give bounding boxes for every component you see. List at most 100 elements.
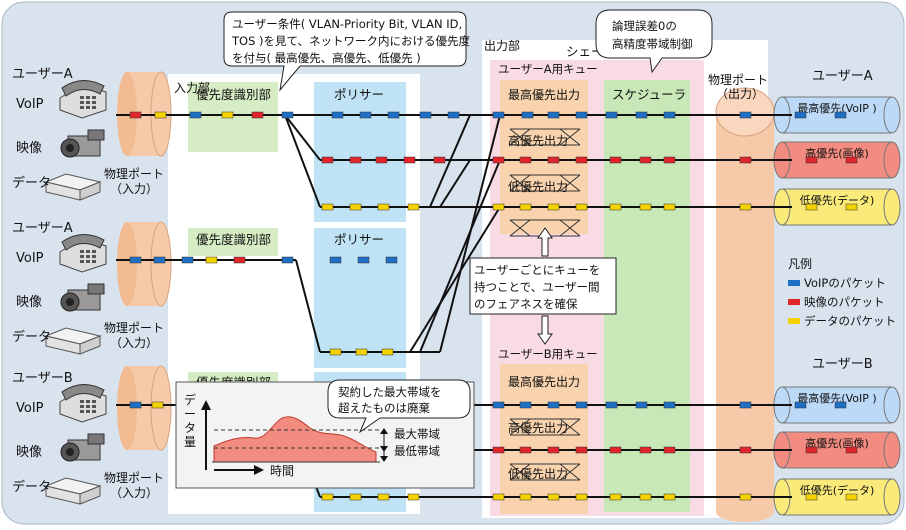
video-packet (805, 156, 818, 164)
voip-packet (419, 111, 432, 119)
bandwidth-graph-inset: 時間 デ ー タ 量 最大帯域 最低帯域 契約した最大帯域を 超えたものは廃棄 (175, 379, 475, 489)
down-arrow-icon (537, 315, 553, 345)
voip-packet (663, 111, 676, 119)
voip-packet (794, 401, 807, 409)
data-packet (349, 493, 362, 501)
graph-ylabel-3: タ (184, 421, 196, 435)
device-icons (44, 80, 107, 505)
flow-line (429, 114, 471, 208)
discard-line-1: 契約した最大帯域を (338, 385, 442, 399)
right-user-a-label: ユーザーA (812, 69, 873, 84)
voip-packet (635, 401, 648, 409)
priority-id-block-2 (188, 228, 278, 256)
video-packet (845, 446, 858, 454)
video-camera-icon (60, 129, 105, 158)
voip-packet (153, 256, 166, 264)
legend: 凡例 VoIPのパケット 映像のパケット データのパケット (788, 257, 896, 328)
flow-line (284, 114, 321, 208)
condition-callout-line-1: ユーザー条件( VLAN-Priority Bit, VLAN ID, (232, 17, 462, 31)
video-packet (251, 111, 264, 119)
video-packet (663, 156, 676, 164)
flow-line (439, 159, 471, 208)
data-packet (321, 493, 334, 501)
voip-packet (605, 111, 618, 119)
voip-packet (605, 401, 618, 409)
graph-ylabel-4: 量 (184, 435, 196, 449)
user-a-queue-block (500, 80, 588, 234)
output-cylinder-label: 高優先(画像) (805, 146, 869, 160)
max-band-label: 最大帯域 (394, 427, 440, 441)
server-icon (44, 173, 102, 201)
data-packet (321, 203, 334, 211)
voip-packet (281, 256, 294, 264)
data-label: データ (12, 175, 51, 191)
scheduler-block (604, 80, 690, 512)
data-packet (377, 203, 390, 211)
video-label: 映像 (16, 141, 42, 156)
voip-packet (739, 111, 752, 119)
fairness-line-3: のフェアネスを確保 (474, 297, 578, 311)
queue-low-label: 低優先出力 (508, 180, 568, 194)
packets (129, 111, 858, 501)
right-user-b-label: ユーザーB (812, 357, 873, 372)
output-cylinder-low: 低優先(データ) (773, 188, 901, 226)
right-output-cylinders: 最高優先(VoIP ) 高優先(画像) 低優先(データ) 最高優先(VoIP ) 高優先… (773, 96, 901, 516)
output-cylinder-label: 最高優先(VoIP ) (797, 391, 876, 405)
data-label: データ (12, 329, 51, 345)
queue-mesh-lines (509, 174, 581, 192)
policer-label: ポリサー (334, 87, 384, 102)
data-packet (663, 203, 676, 211)
video-packet (129, 111, 142, 119)
flow-line (284, 114, 321, 161)
legend-video-swatch (788, 299, 800, 305)
policer-block-2 (314, 228, 406, 368)
video-packet (349, 156, 362, 164)
priority-id-label: 優先度識別部 (196, 232, 271, 247)
video-packet (739, 156, 752, 164)
video-camera-icon (60, 283, 105, 312)
left-user-name: ユーザーA (12, 221, 73, 236)
data-packet (205, 256, 218, 264)
legend-voip-swatch (788, 280, 800, 286)
voip-packet (189, 111, 202, 119)
video-packet (805, 446, 818, 454)
fairness-line-1: ユーザーごとにキューを (474, 263, 600, 277)
data-packet (492, 203, 505, 211)
video-packet (321, 156, 334, 164)
queue-top-label: 最高優先出力 (508, 87, 580, 102)
data-packet (547, 203, 560, 211)
output-cylinder-label: 最高優先(VoIP ) (797, 101, 876, 115)
fairness-line-2: 持つことで、ユーザー間 (474, 280, 599, 294)
video-label: 映像 (16, 445, 42, 460)
data-packet (609, 493, 622, 501)
video-packet (609, 156, 622, 164)
voip-packet (387, 111, 400, 119)
precision-callout-line-1: 論理誤差0の (612, 19, 677, 33)
voip-packet (447, 111, 460, 119)
discard-line-2: 超えたものは廃棄 (338, 401, 430, 415)
voip-packet (281, 111, 294, 119)
video-packet (547, 446, 560, 454)
voip-packet (329, 256, 342, 264)
output-cylinder-high: 高優先(画像) (773, 141, 901, 179)
video-camera-icon (60, 433, 105, 462)
condition-callout: ユーザー条件( VLAN-Priority Bit, VLAN ID, TOS … (223, 11, 470, 92)
video-packet (233, 256, 246, 264)
output-cylinder-label: 高優先(画像) (805, 436, 869, 450)
video-packet (845, 156, 858, 164)
output-port-label-sub: （出力） (716, 87, 764, 101)
video-packet (739, 446, 752, 454)
input-port-label-sub: （入力） (110, 486, 158, 500)
voip-packet (129, 401, 142, 409)
voip-packet (359, 111, 372, 119)
precision-callout: 論理誤差0の 高精度帯域制御 (595, 9, 713, 74)
data-packet (329, 348, 342, 356)
input-port-label: 物理ポート (104, 471, 164, 485)
legend-data-swatch (788, 318, 800, 324)
input-section-label: 入力部 (174, 80, 210, 95)
video-packet (575, 446, 588, 454)
legend-voip-label: VoIPのパケット (804, 276, 886, 290)
left-user-name: ユーザーA (12, 67, 73, 82)
phone-icon (59, 384, 107, 423)
